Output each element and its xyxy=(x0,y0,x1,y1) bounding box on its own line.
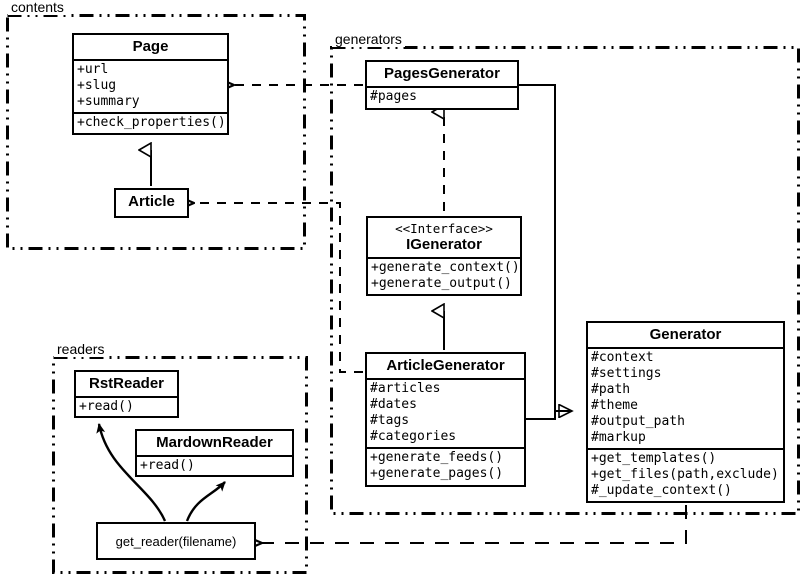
method-row: +generate_feeds() xyxy=(370,450,504,465)
class-name-compartment-page: Page xyxy=(74,35,227,59)
class-box-generator[interactable]: Generator #context#settings#path#theme#ou… xyxy=(586,321,785,503)
compartment-divider xyxy=(74,59,227,61)
class-name-compartment-article: Article xyxy=(116,190,187,214)
class-methods-markdown-reader: +read() xyxy=(137,457,292,476)
attribute-row: #output_path xyxy=(591,414,685,429)
method-row: +generate_context() xyxy=(371,260,520,275)
class-name-compartment-rst-reader: RstReader xyxy=(76,372,177,396)
class-box-article-generator[interactable]: ArticleGenerator #articles#dates#tags#cat… xyxy=(365,352,526,487)
class-name-article-generator: ArticleGenerator xyxy=(386,357,505,374)
method-row: +check_properties() xyxy=(77,115,226,130)
compartment-divider xyxy=(367,378,524,380)
attribute-row: #tags xyxy=(370,413,410,428)
class-box-igenerator[interactable]: <<Interface>>IGenerator+generate_context… xyxy=(366,216,522,296)
method-row: +generate_output() xyxy=(371,276,512,291)
class-box-pages-generator[interactable]: PagesGenerator #pages xyxy=(365,60,519,110)
attribute-row: #theme xyxy=(591,398,638,413)
class-name-compartment-generator: Generator xyxy=(588,323,783,347)
attribute-row: #articles xyxy=(370,381,441,396)
class-name-page: Page xyxy=(132,38,169,55)
compartment-divider xyxy=(367,447,524,449)
class-methods-article-generator: +generate_feeds()+generate_pages() xyxy=(367,449,524,484)
method-row: +get_files(path,exclude) xyxy=(591,467,779,482)
class-attributes-page: +url+slug+summary xyxy=(74,61,227,112)
class-name-pages-generator: PagesGenerator xyxy=(384,65,500,82)
package-frame-readers xyxy=(52,356,308,574)
package-label-contents: contents xyxy=(8,0,67,15)
attribute-row: #pages xyxy=(370,89,417,104)
attribute-row: #context xyxy=(591,350,654,365)
compartment-divider xyxy=(137,455,292,457)
class-name-compartment-markdown-reader: MardownReader xyxy=(137,431,292,455)
attribute-row: +summary xyxy=(77,94,140,109)
compartment-divider xyxy=(588,448,783,450)
method-row: +read() xyxy=(79,399,134,414)
class-box-markdown-reader[interactable]: MardownReader +read() xyxy=(135,429,294,477)
class-box-page[interactable]: Page +url+slug+summary +check_properties() xyxy=(72,33,229,135)
compartment-divider xyxy=(588,347,783,349)
method-row: +get_templates() xyxy=(591,451,717,466)
class-name-article: Article xyxy=(128,193,175,210)
attribute-row: +url xyxy=(77,62,109,77)
attribute-row: #settings xyxy=(591,366,662,381)
attribute-row: #categories xyxy=(370,429,457,444)
method-row: #_update_context() xyxy=(591,483,732,498)
class-name-rst-reader: RstReader xyxy=(88,375,165,392)
class-attributes-article-generator: #articles#dates#tags#categories xyxy=(367,380,524,447)
function-box-get-reader[interactable]: get_reader(filename) xyxy=(96,522,256,560)
class-methods-igenerator: +generate_context()+generate_output() xyxy=(368,259,520,294)
attribute-row: +slug xyxy=(77,78,117,93)
class-attributes-pages-generator: #pages xyxy=(367,88,517,107)
class-name-compartment-pages-generator: PagesGenerator xyxy=(367,62,517,86)
package-label-readers: readers xyxy=(54,342,108,357)
compartment-divider xyxy=(367,86,517,88)
attribute-row: #markup xyxy=(591,430,646,445)
package-frame-contents xyxy=(6,14,306,250)
attribute-row: #dates xyxy=(370,397,417,412)
package-label-generators: generators xyxy=(332,32,405,47)
class-stereotype-igenerator: <<Interface>> xyxy=(395,221,493,236)
class-name-compartment-article-generator: ArticleGenerator xyxy=(367,354,524,378)
attribute-row: #path xyxy=(591,382,631,397)
compartment-divider xyxy=(76,396,177,398)
class-attributes-generator: #context#settings#path#theme#output_path… xyxy=(588,349,783,448)
class-name-compartment-igenerator: <<Interface>>IGenerator xyxy=(368,218,520,257)
class-methods-rst-reader: +read() xyxy=(76,398,177,417)
class-methods-page: +check_properties() xyxy=(74,114,227,133)
method-row: +generate_pages() xyxy=(370,466,504,481)
class-name-markdown-reader: MardownReader xyxy=(156,434,273,451)
class-box-rst-reader[interactable]: RstReader +read() xyxy=(74,370,179,418)
class-name-igenerator: IGenerator xyxy=(406,236,482,253)
compartment-divider xyxy=(74,112,227,114)
class-name-generator: Generator xyxy=(649,326,722,343)
compartment-divider xyxy=(368,257,520,259)
class-box-article[interactable]: Article xyxy=(114,188,189,218)
class-methods-generator: +get_templates()+get_files(path,exclude)… xyxy=(588,450,783,501)
method-row: +read() xyxy=(140,458,195,473)
